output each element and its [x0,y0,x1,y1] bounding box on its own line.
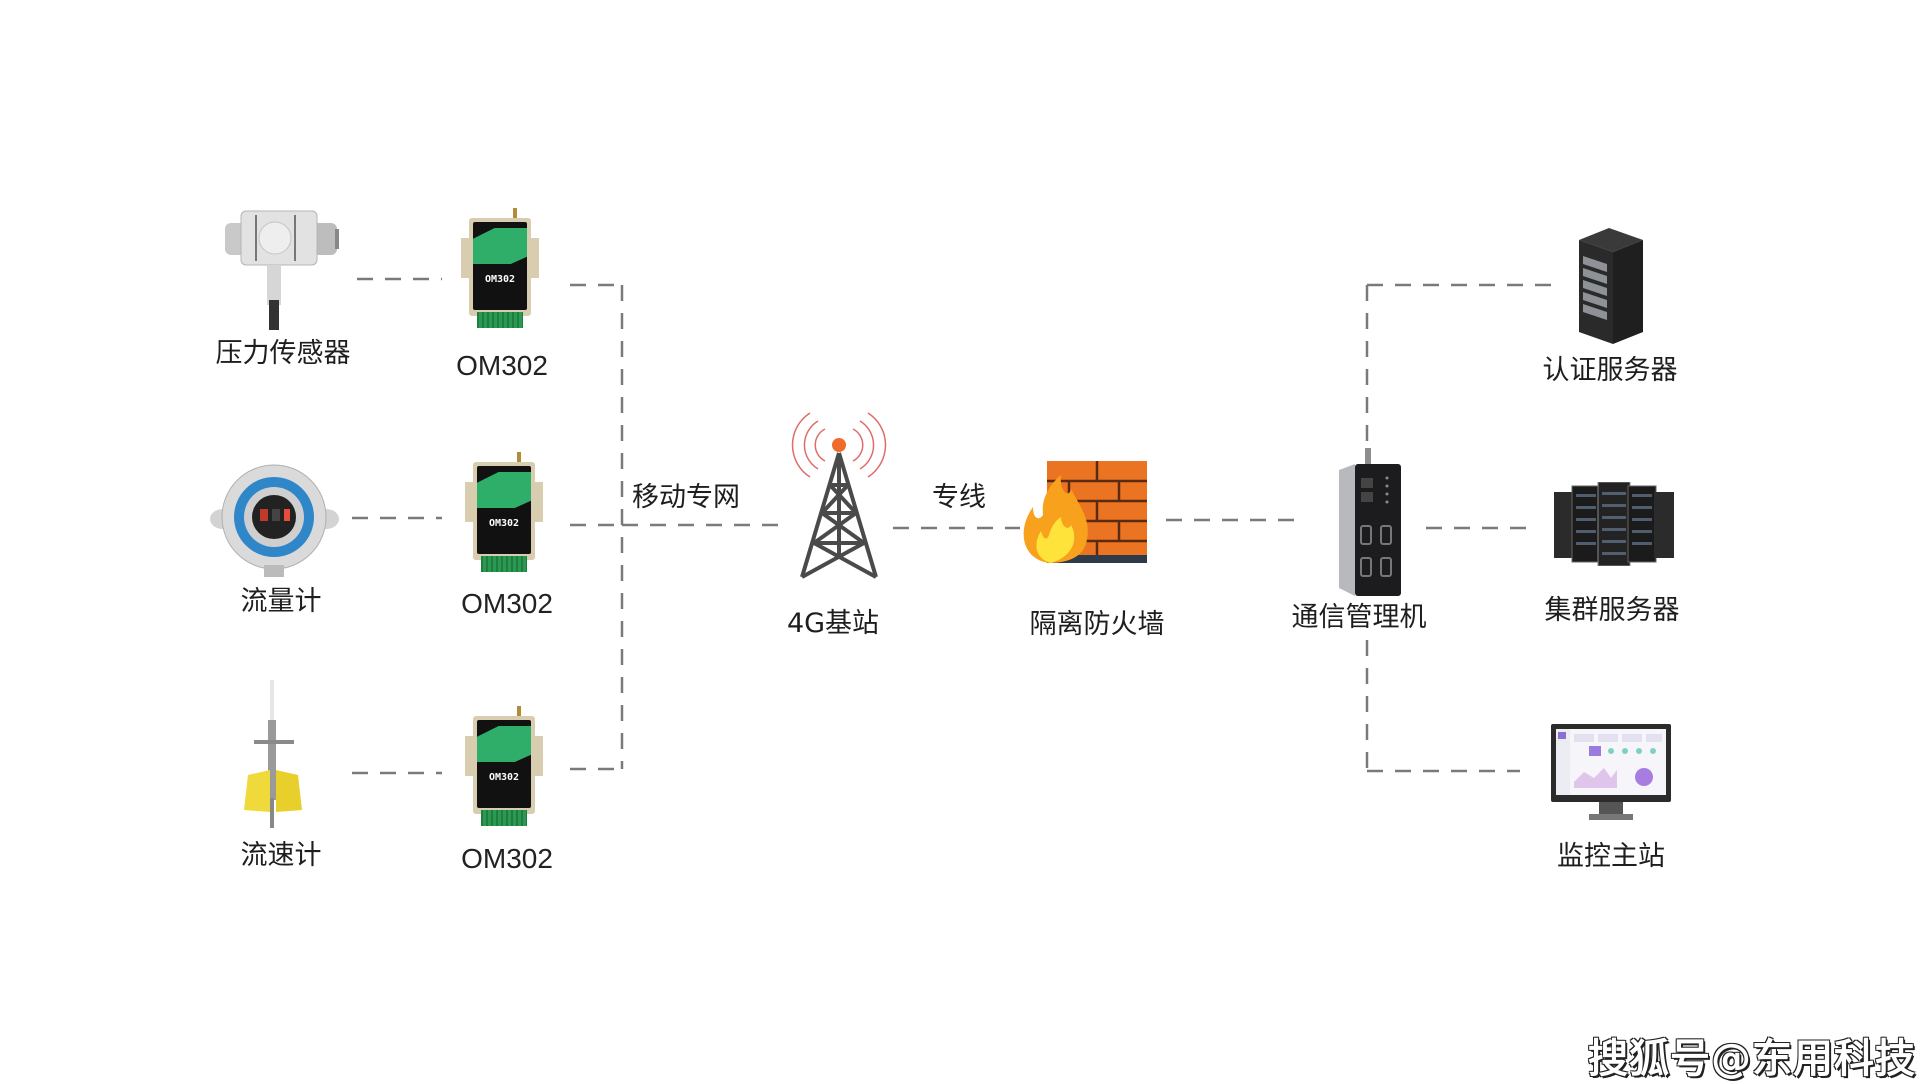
cell-tower-icon [790,409,888,581]
label-base-station: 4G基站 [786,608,880,639]
label-firewall: 隔离防火墙 [1029,609,1165,640]
watermark: 搜狐号@东用科技 [1588,1036,1916,1082]
monitor-icon [1549,722,1673,824]
label-pressure-sensor: 压力传感器 [215,338,351,369]
label-mobile-network: 移动专网 [632,482,740,513]
pressure-sensor-icon [223,205,341,330]
label-comm-manager: 通信管理机 [1291,602,1427,633]
comm-manager-icon [1335,448,1405,596]
label-gateway-2: OM302 [461,588,553,619]
gateway-om302-icon: OM302 [465,452,543,580]
label-monitor-station: 监控主站 [1557,841,1665,872]
label-dedicated-line: 专线 [932,482,986,513]
gateway-om302-icon: OM302 [465,706,543,834]
label-gateway-3: OM302 [461,843,553,874]
firewall-icon [1019,459,1149,567]
velocity-meter-icon [240,680,306,828]
rack-server-icon [1577,226,1645,346]
gateway-om302-icon: OM302 [461,208,539,336]
label-gateway-1: OM302 [456,350,548,381]
server-cluster-icon [1552,481,1676,567]
label-flow-meter: 流量计 [240,586,322,617]
label-auth-server: 认证服务器 [1542,355,1678,386]
label-velocity-meter: 流速计 [240,840,322,871]
flow-meter-icon [208,461,341,577]
label-cluster-server: 集群服务器 [1544,595,1680,626]
